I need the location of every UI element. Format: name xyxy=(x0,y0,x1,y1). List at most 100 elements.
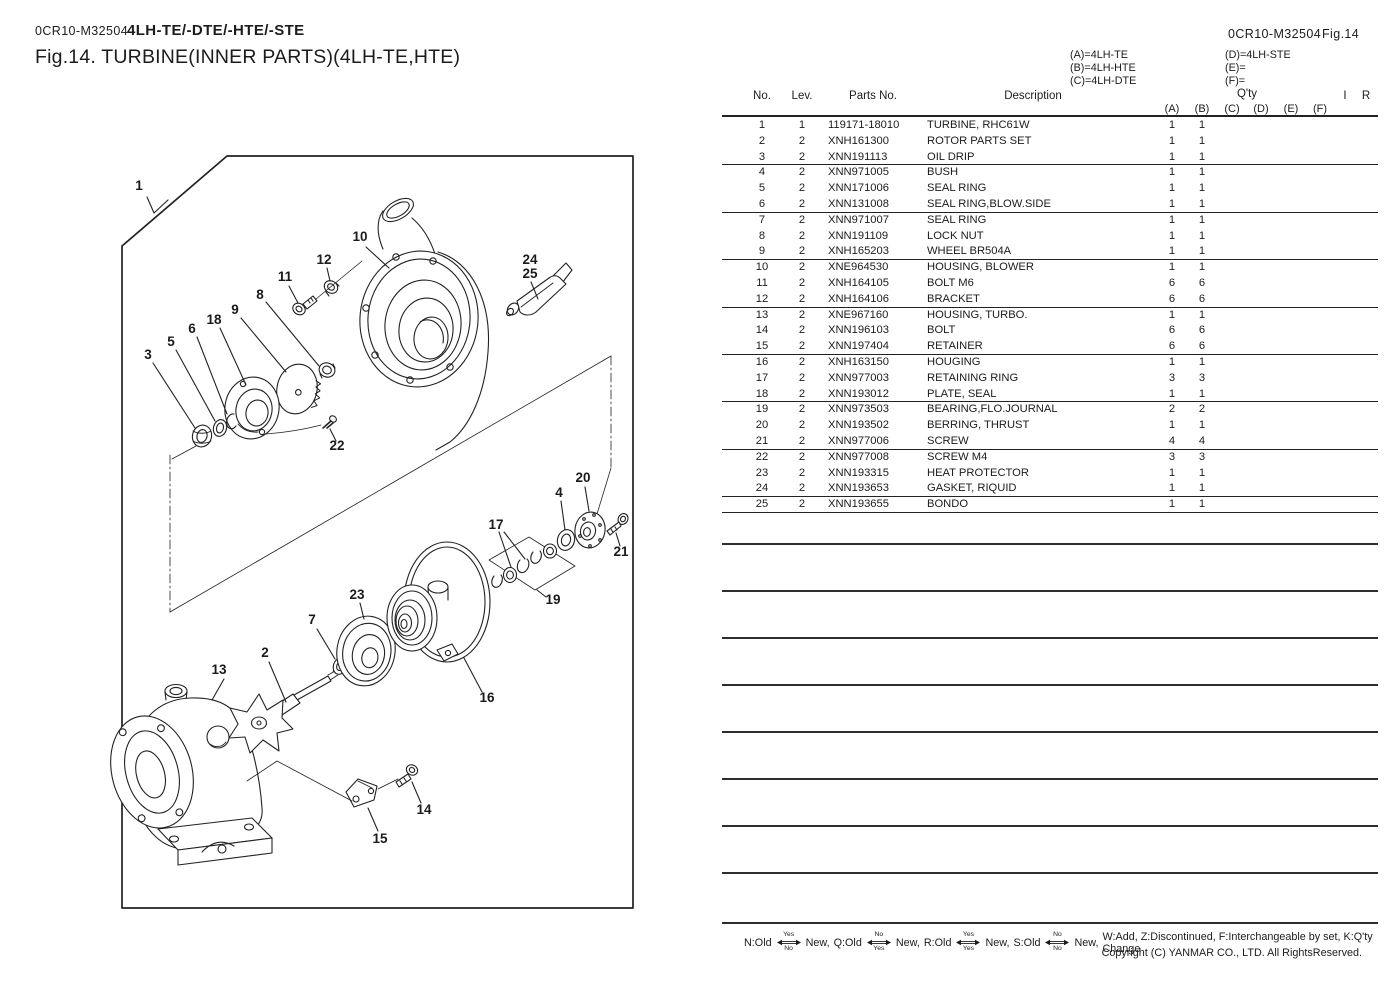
seal-plate-20 xyxy=(574,511,606,549)
table-cell: 6 xyxy=(1198,324,1206,337)
table-cell: XNN977008 xyxy=(828,450,889,463)
table-cell: 1 xyxy=(1198,308,1206,321)
table-cell: 6 xyxy=(1168,340,1176,353)
callout-8: 8 xyxy=(256,287,264,302)
sealant-tube xyxy=(506,262,573,317)
table-cell: 1 xyxy=(758,119,766,131)
table-cell: 2 xyxy=(798,371,806,384)
table-cell: 6 xyxy=(758,198,766,210)
leader-23 xyxy=(359,602,365,620)
table-cell: HOUGING xyxy=(927,356,981,368)
callout-24: 24 xyxy=(522,252,538,267)
callout-16: 16 xyxy=(479,690,495,705)
table-cell: 1 xyxy=(1168,308,1176,321)
table-cell: HEAT PROTECTOR xyxy=(927,466,1029,479)
leader-17 xyxy=(498,531,526,568)
table-cell: XNH164106 xyxy=(828,292,889,305)
table-cell: 2 xyxy=(798,229,806,242)
callout-7: 7 xyxy=(308,612,316,627)
callout-2: 2 xyxy=(261,645,269,660)
exploded-diagram: 1101211891865322242520417211923721316141… xyxy=(110,155,634,909)
table-cell: 2 xyxy=(798,356,806,368)
table-cell: 1 xyxy=(1198,150,1206,163)
table-cell: 22 xyxy=(755,450,769,463)
callout-17: 17 xyxy=(488,517,503,532)
turbine-housing xyxy=(110,683,273,866)
leader-21 xyxy=(615,532,621,547)
bush-3 xyxy=(191,424,213,448)
table-cell: 2 xyxy=(798,150,806,163)
table-cell: 6 xyxy=(1168,292,1176,305)
table-cell: HOUSING, TURBO. xyxy=(927,308,1028,321)
table-cell: 2 xyxy=(798,324,806,337)
table-cell: XNN191109 xyxy=(828,229,889,242)
table-cell: PLATE, SEAL xyxy=(927,387,997,400)
assembly-line-14 xyxy=(377,778,399,790)
leader-9 xyxy=(240,317,287,373)
diagram-border xyxy=(121,155,634,909)
table-cell: 1 xyxy=(1168,213,1176,226)
empty-rule-line xyxy=(722,637,1378,639)
table-cell: 17 xyxy=(755,371,769,384)
table-cell: RETAINING RING xyxy=(927,371,1019,384)
table-cell: 2 xyxy=(798,166,806,179)
heat-protector xyxy=(336,615,396,687)
table-cell: 3 xyxy=(1198,371,1206,384)
table-cell: 23 xyxy=(755,466,769,479)
model-legend-col2: (D)=4LH-STE(E)=(F)= xyxy=(1225,49,1291,88)
callout-9: 9 xyxy=(231,302,239,317)
thrust-collar-4 xyxy=(556,529,576,551)
leader-19 xyxy=(536,589,547,598)
leader-11 xyxy=(288,285,299,304)
table-cell: XNN193502 xyxy=(828,419,889,432)
table-cell: 15 xyxy=(755,340,769,353)
axis-join-right xyxy=(596,467,612,515)
axis-join-left xyxy=(171,445,197,460)
table-cell: XNE967160 xyxy=(828,308,889,321)
deflector-disc-9 xyxy=(276,363,322,415)
table-cell: 13 xyxy=(755,308,769,321)
model-legend-entry: (C)=4LH-DTE xyxy=(1070,75,1137,87)
table-cell: 119171-18010 xyxy=(828,119,900,131)
leader-8 xyxy=(265,301,320,367)
empty-rule-line xyxy=(722,731,1378,733)
rotor-wheel-shaft xyxy=(228,669,339,754)
empty-rule-line xyxy=(722,778,1378,780)
table-cell: 19 xyxy=(755,403,769,416)
legend-new-label: New, xyxy=(985,937,1010,949)
model-codes: 4LH-TE/-DTE/-HTE/-STE xyxy=(127,22,305,39)
callout-21: 21 xyxy=(613,544,629,559)
lock-nut-8 xyxy=(318,362,336,379)
bolt-11 xyxy=(292,295,318,316)
table-cell: 6 xyxy=(1198,340,1206,353)
table-cell: 1 xyxy=(1168,166,1176,179)
center-housing xyxy=(386,541,491,663)
callout-23: 23 xyxy=(349,587,365,602)
table-cell: XNH164105 xyxy=(828,277,889,289)
callout-1: 1 xyxy=(135,178,143,193)
empty-rule-line xyxy=(722,922,1378,924)
table-cell: 1 xyxy=(1198,119,1206,131)
table-cell: 16 xyxy=(755,356,769,368)
table-cell: 2 xyxy=(798,482,806,495)
table-cell: 24 xyxy=(755,482,769,495)
table-cell: 12 xyxy=(755,292,769,305)
seal-plate-18 xyxy=(224,376,280,440)
empty-rule-line xyxy=(722,825,1378,827)
table-cell: 14 xyxy=(755,324,769,337)
legend-code-label: N:Old xyxy=(744,937,772,949)
table-cell: 1 xyxy=(1168,134,1176,147)
table-cell: 2 xyxy=(798,182,806,195)
table-cell: 1 xyxy=(1168,466,1176,479)
table-cell: 1 xyxy=(1198,482,1206,495)
doc-code-left: 0CR10-M32504 xyxy=(35,24,129,38)
table-cell: 3 xyxy=(1168,371,1176,384)
